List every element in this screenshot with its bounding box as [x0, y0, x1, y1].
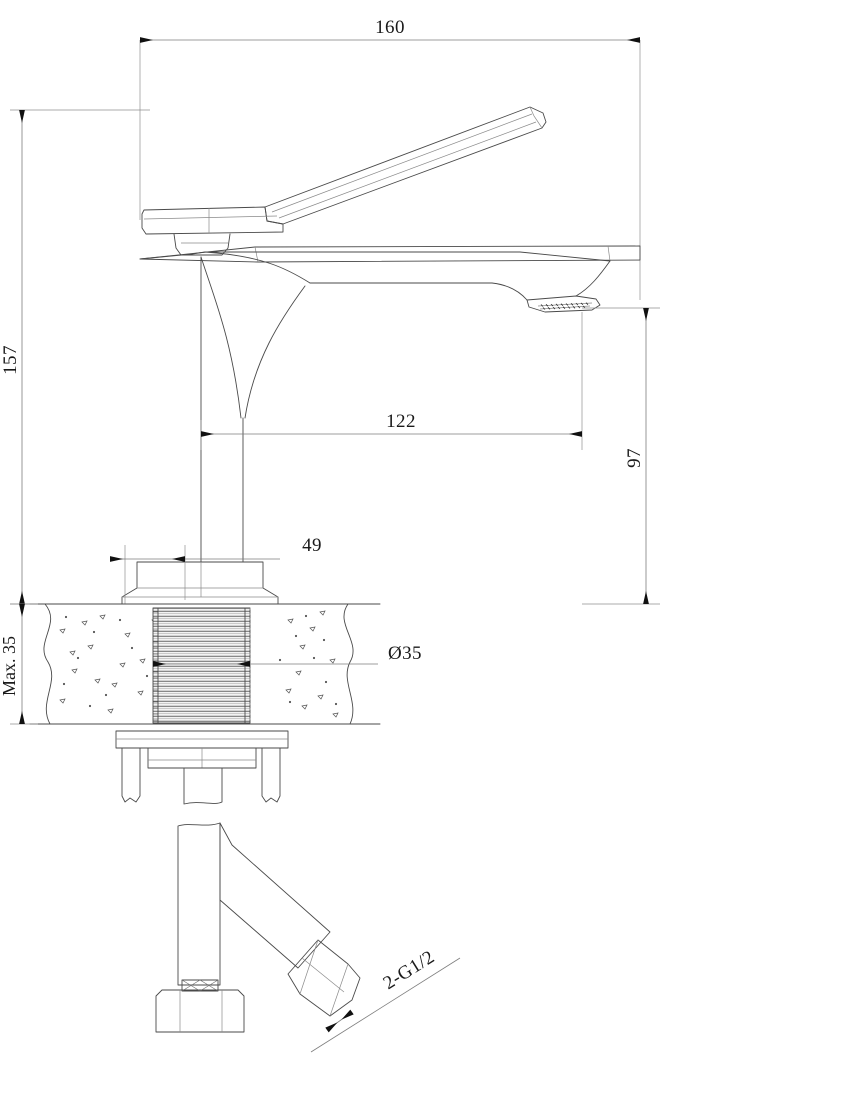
counter-deck-section	[29, 603, 381, 725]
dimension-overall-width: 160	[139, 17, 641, 300]
faucet-column	[200, 256, 306, 563]
dimension-label-97: 97	[624, 448, 645, 468]
aerator-screen	[537, 302, 593, 310]
concrete-hatch	[59, 610, 339, 718]
dimension-deck-thickness: Max. 35	[0, 603, 38, 725]
dimension-spout-reach: 122	[200, 312, 583, 450]
dimension-spout-height: 97	[582, 307, 660, 605]
dimension-label-49: 49	[302, 535, 322, 556]
dimension-overall-height: 157	[0, 109, 150, 605]
base-escutcheon	[121, 561, 279, 605]
g12-connector-nut	[287, 939, 361, 1017]
spout-body	[191, 251, 611, 313]
dimension-label-122: 122	[386, 411, 416, 432]
dimension-label-max35: Max. 35	[0, 636, 19, 696]
dimension-label-160: 160	[375, 17, 405, 38]
dimension-label-d35: Ø35	[388, 643, 422, 664]
dimension-base-width: 49	[110, 535, 322, 604]
braided-supply-hoses	[155, 767, 331, 1033]
mounting-nut-assembly	[115, 730, 289, 803]
lever-handle	[141, 106, 547, 256]
dimension-mounting-hole: Ø35	[153, 643, 422, 667]
threaded-shank	[152, 607, 251, 724]
dimension-label-157: 157	[0, 345, 21, 375]
